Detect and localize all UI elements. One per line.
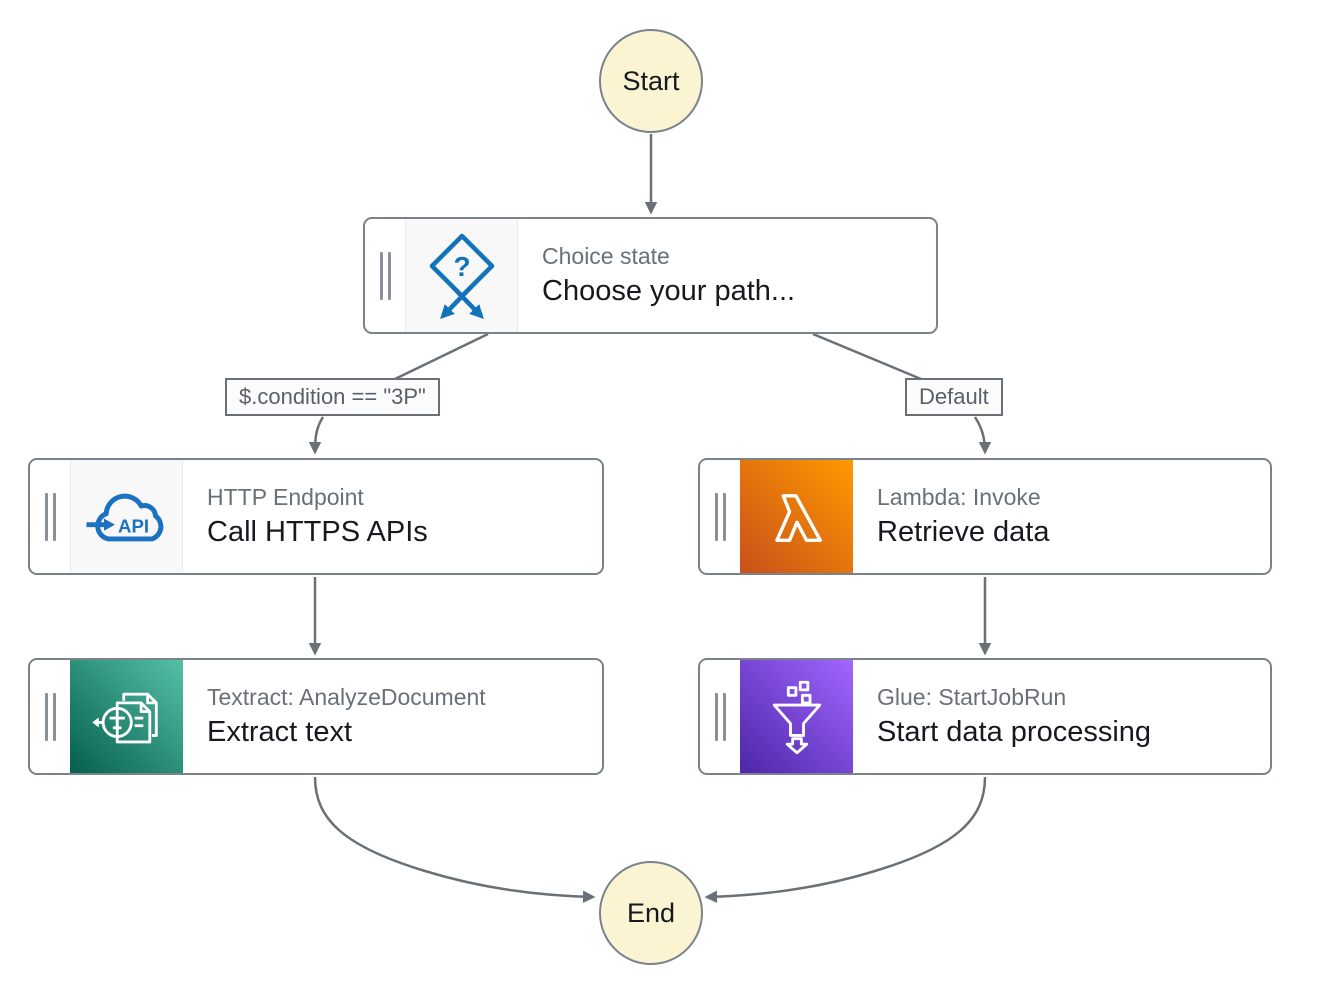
state-name: Retrieve data: [877, 516, 1050, 549]
state-node-textract[interactable]: Textract: AnalyzeDocument Extract text: [28, 658, 604, 775]
edge-textract-to-end: [313, 776, 596, 903]
edge-condition-label-to-http: [308, 416, 325, 455]
state-node-choice[interactable]: ? Choice state Choose your path...: [363, 217, 938, 334]
start-label: Start: [622, 65, 680, 96]
api-cloud-icon: API: [85, 493, 163, 541]
state-name: Call HTTPS APIs: [207, 516, 428, 549]
http-icon-panel: API: [70, 460, 183, 573]
state-name: Start data processing: [877, 716, 1152, 749]
textract-icon-panel: [70, 660, 183, 773]
drag-handle[interactable]: [700, 460, 740, 573]
edge-label-default: Default: [905, 378, 1003, 417]
start-node: Start: [599, 29, 703, 133]
svg-text:?: ?: [453, 251, 470, 282]
state-type-label: Textract: AnalyzeDocument: [207, 684, 486, 711]
state-node-http-endpoint[interactable]: API HTTP Endpoint Call HTTPS APIs: [28, 458, 604, 575]
end-label: End: [626, 897, 676, 928]
edge-choice-to-default-label: [812, 332, 922, 381]
state-node-glue[interactable]: Glue: StartJobRun Start data processing: [698, 658, 1272, 775]
glue-icon-panel: [740, 660, 853, 773]
edge-default-label-to-lambda: [973, 416, 992, 455]
edge-label-condition: $.condition == "3P": [225, 378, 440, 417]
lambda-icon-panel: [740, 460, 853, 573]
state-name: Extract text: [207, 716, 353, 749]
edge-glue-to-end: [704, 776, 987, 903]
state-type-label: Lambda: Invoke: [877, 484, 1041, 511]
drag-handle[interactable]: [700, 660, 740, 773]
choice-diamond-question-icon: ?: [429, 233, 494, 319]
edge-choice-to-condition-label: [394, 332, 489, 381]
svg-text:API: API: [118, 515, 149, 536]
drag-handle[interactable]: [365, 219, 405, 332]
state-type-label: Glue: StartJobRun: [877, 684, 1067, 711]
end-node: End: [599, 861, 703, 965]
state-type-label: HTTP Endpoint: [207, 484, 364, 511]
lambda-icon: [774, 493, 822, 542]
textract-document-search-icon: [91, 692, 158, 743]
glue-funnel-icon: [772, 680, 821, 754]
state-type-label: Choice state: [542, 243, 670, 270]
drag-handle[interactable]: [30, 460, 70, 573]
state-name: Choose your path...: [542, 275, 796, 308]
drag-handle[interactable]: [30, 660, 70, 773]
choice-icon-panel: ?: [405, 219, 518, 332]
state-node-lambda-invoke[interactable]: Lambda: Invoke Retrieve data: [698, 458, 1272, 575]
